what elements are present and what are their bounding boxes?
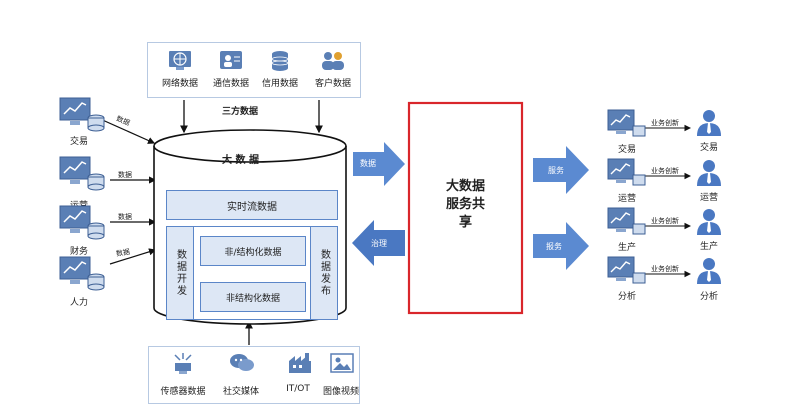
network-data-icon (169, 51, 191, 70)
communication-data-icon (220, 51, 242, 69)
innovation-label-3: 业务创新 (651, 217, 679, 225)
user-icon-1 (697, 110, 721, 136)
innovation-label-2: 业务创新 (651, 167, 679, 175)
share-line-1: 大数据 (445, 179, 485, 194)
right-user-4: 分析 (699, 292, 718, 302)
source-label-credit: 信用数据 (261, 79, 298, 89)
credit-data-icon (271, 51, 289, 71)
connector-trade (97, 117, 156, 144)
bottom-sources-box: 传感器数据 社交媒体 IT/OT 图像视频 (148, 346, 360, 404)
arrow-report (533, 222, 589, 270)
right-user-2: 运营 (699, 193, 718, 203)
arrow-service-label: 服务 (548, 166, 564, 175)
sensor-icon (174, 353, 192, 374)
left-system-hr: 人力 (69, 298, 88, 308)
operations-system-icon (59, 156, 105, 191)
user-icon-3 (697, 209, 721, 235)
data-publish-box: 数据发布 (310, 226, 338, 320)
arrow-data-label: 数据 (360, 159, 376, 168)
right-system-icon-3 (607, 207, 646, 235)
arrow-report-label: 报务 (546, 242, 562, 251)
user-icon-4 (697, 258, 721, 284)
data-dev-box: 数据开发 (166, 226, 194, 320)
right-user-3: 生产 (699, 242, 718, 252)
realtime-stream-box: 实时流数据 (166, 190, 338, 220)
image-video-icon (330, 353, 354, 373)
share-box (407, 101, 524, 315)
trade-system-icon (59, 97, 105, 132)
finance-system-icon (59, 205, 105, 240)
arrow-governance-from-share (352, 220, 405, 266)
bottom-source-image: 图像视频 (322, 387, 359, 397)
left-system-finance: 财务 (69, 247, 88, 257)
unstructured-data-box: 非结构化数据 (200, 282, 306, 312)
customer-data-icon (322, 52, 344, 70)
it-ot-icon (289, 353, 311, 373)
social-media-icon (230, 354, 254, 371)
share-box-text: 大数据 服务共 享 (409, 178, 522, 232)
left-link-finance: 数据 (118, 213, 132, 221)
database-title: 大 数 据 (222, 155, 259, 166)
database-cylinder-top (153, 129, 347, 163)
right-user-1: 交易 (699, 143, 718, 153)
right-system-4: 分析 (617, 292, 636, 302)
source-label-customer: 客户数据 (314, 79, 351, 89)
left-system-trade: 交易 (69, 137, 88, 147)
source-label-network: 网络数据 (161, 79, 198, 89)
hr-system-icon (59, 256, 105, 291)
user-icon-2 (697, 160, 721, 186)
bottom-source-social: 社交媒体 (222, 387, 259, 397)
share-line-3: 享 (458, 215, 472, 230)
right-system-icon-2 (607, 158, 646, 186)
innovation-label-1: 业务创新 (651, 119, 679, 127)
right-system-icon-1 (607, 109, 646, 137)
right-system-1: 交易 (617, 145, 636, 155)
right-system-icon-4 (607, 256, 646, 284)
connector-hr (109, 248, 157, 265)
innovation-label-4: 业务创新 (651, 265, 679, 273)
third-party-sources-box: 网络数据 通信数据 信用数据 客户数据 (147, 42, 361, 98)
bottom-source-sensor: 传感器数据 (160, 387, 206, 397)
structured-data-box: 非/结构化数据 (200, 236, 306, 266)
arrow-service (533, 146, 589, 194)
share-line-2: 服务共 (445, 197, 485, 212)
arrow-governance-label: 治理 (371, 239, 387, 248)
right-system-3: 生产 (617, 243, 636, 253)
bottom-source-itot: IT/OT (286, 384, 310, 394)
right-system-2: 运营 (617, 194, 636, 204)
source-label-communication: 通信数据 (212, 79, 249, 89)
left-link-ops: 数据 (118, 171, 132, 179)
third-party-caption: 三方数据 (222, 107, 259, 117)
arrow-data-to-share (353, 142, 405, 186)
